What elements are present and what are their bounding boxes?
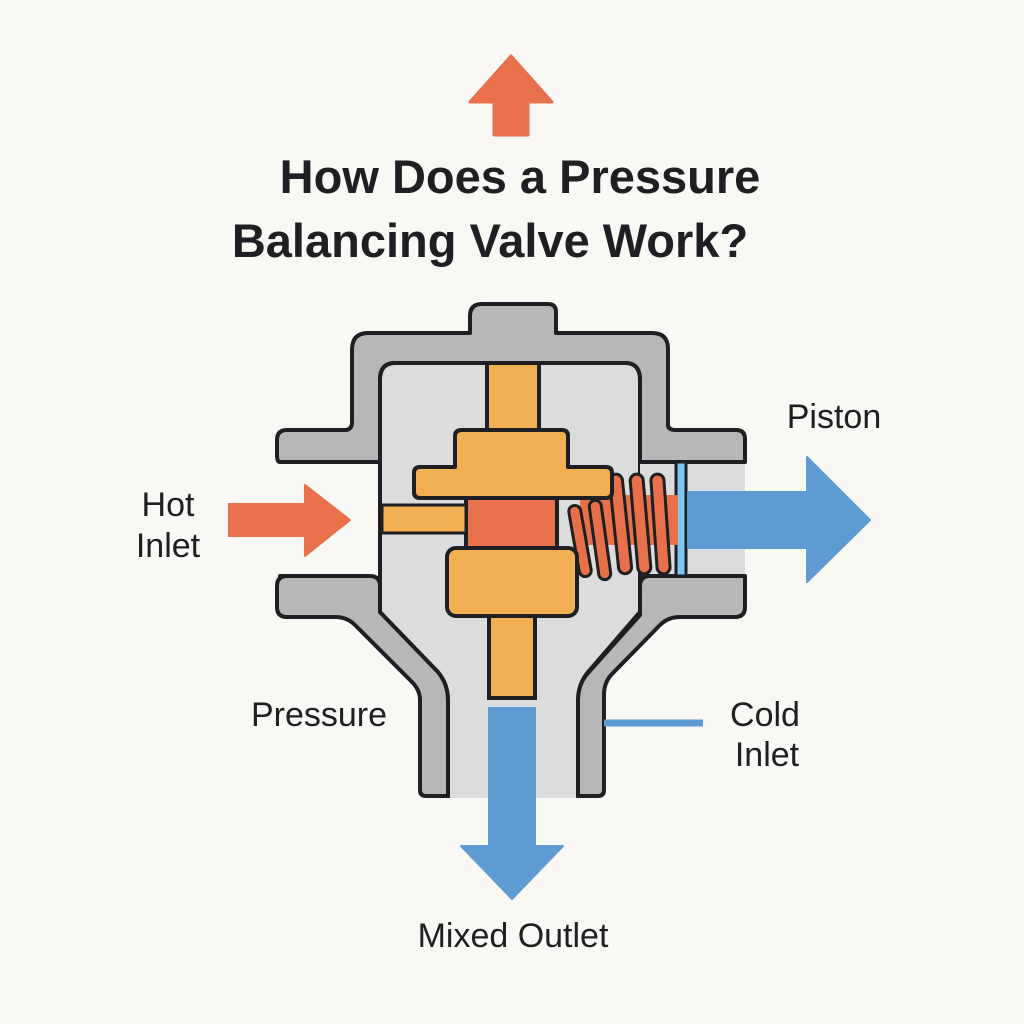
hot-inlet-label-line-2: Inlet bbox=[136, 527, 201, 565]
spring bbox=[567, 472, 678, 582]
piston-assembly bbox=[380, 361, 614, 700]
mixed-outlet-label: Mixed Outlet bbox=[418, 917, 609, 955]
piston-label: Piston bbox=[787, 398, 882, 436]
title-line-1: How Does a Pressure bbox=[280, 150, 761, 203]
pressure-label: Pressure bbox=[251, 696, 387, 734]
cold-inlet-label-line-1: Cold bbox=[730, 696, 800, 734]
arrow-right-icon bbox=[687, 456, 871, 583]
cold-inlet-label-line-2: Inlet bbox=[735, 736, 800, 774]
hot-inlet-label-line-1: Hot bbox=[142, 486, 195, 524]
arrow-right-icon bbox=[228, 484, 351, 557]
arrow-up-icon bbox=[468, 54, 554, 137]
title-line-2: Balancing Valve Work? bbox=[232, 214, 748, 267]
arrow-down-icon bbox=[460, 707, 564, 900]
